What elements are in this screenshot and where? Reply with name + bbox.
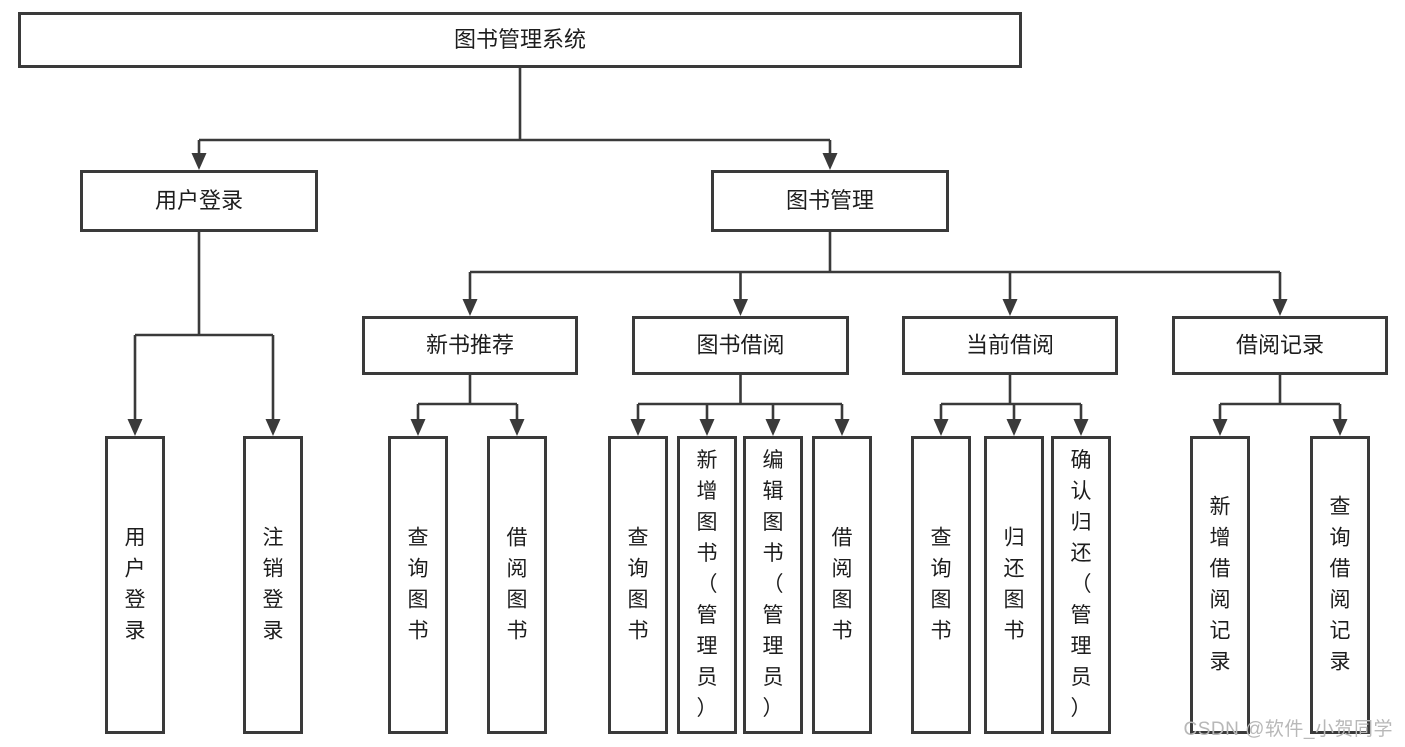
arrowhead-icon — [1212, 419, 1228, 436]
node-leaf-borrow-book-rec[interactable]: 借阅图书 — [487, 436, 547, 734]
arrowhead-icon — [509, 419, 525, 436]
node-label: 图书管理系统 — [454, 27, 586, 52]
arrowhead-icon — [1073, 419, 1089, 436]
node-box — [743, 436, 803, 734]
node-book-borrow[interactable]: 图书借阅 — [632, 316, 849, 375]
node-box — [243, 436, 303, 734]
connector-group-root — [191, 68, 838, 170]
node-leaf-query-book-rec[interactable]: 查询图书 — [388, 436, 448, 734]
node-label: 当前借阅 — [966, 332, 1054, 357]
node-leaf-logout[interactable]: 注销登录 — [243, 436, 303, 734]
node-label: 查询图书 — [408, 526, 429, 642]
node-leaf-borrow-book[interactable]: 借阅图书 — [812, 436, 872, 734]
arrowhead-icon — [127, 419, 143, 436]
connector-group-borrow-record — [1212, 375, 1348, 436]
node-box — [632, 316, 849, 375]
arrowhead-icon — [191, 153, 207, 170]
node-box — [711, 170, 949, 232]
node-leaf-query-book-borrow[interactable]: 查询图书 — [608, 436, 668, 734]
node-leaf-confirm-return[interactable]: 确认归还（管理员） — [1051, 436, 1111, 734]
node-label: 查询图书 — [931, 526, 952, 642]
node-box — [388, 436, 448, 734]
node-box — [487, 436, 547, 734]
connector-group-current-borrow — [933, 375, 1089, 436]
node-label: 用户登录 — [155, 188, 243, 213]
node-label: 编辑图书（管理员） — [763, 449, 784, 720]
node-box — [677, 436, 737, 734]
arrowhead-icon — [733, 299, 748, 316]
node-borrow-record[interactable]: 借阅记录 — [1172, 316, 1388, 375]
node-root[interactable]: 图书管理系统 — [18, 12, 1022, 68]
node-layer: 图书管理系统用户登录图书管理新书推荐图书借阅当前借阅借阅记录用户登录注销登录查询… — [18, 12, 1388, 734]
node-book-manage[interactable]: 图书管理 — [711, 170, 949, 232]
connector-group-new-book-recommend — [410, 375, 525, 436]
arrowhead-icon — [1006, 419, 1022, 436]
arrowhead-icon — [265, 419, 281, 436]
arrowhead-icon — [462, 299, 478, 316]
arrowhead-icon — [1332, 419, 1348, 436]
node-label: 新增借阅记录 — [1210, 495, 1231, 673]
node-label: 查询图书 — [628, 526, 649, 642]
node-leaf-add-record[interactable]: 新增借阅记录 — [1190, 436, 1250, 734]
node-leaf-user-login[interactable]: 用户登录 — [105, 436, 165, 734]
node-leaf-add-book[interactable]: 新增图书（管理员） — [677, 436, 737, 734]
node-label: 新书推荐 — [426, 332, 514, 357]
node-user-login[interactable]: 用户登录 — [80, 170, 318, 232]
node-box — [1172, 316, 1388, 375]
node-label: 注销登录 — [263, 526, 284, 642]
edge-layer — [127, 68, 1348, 436]
node-box — [1190, 436, 1250, 734]
connector-group-book-manage — [462, 232, 1288, 316]
node-label: 新增图书（管理员） — [697, 449, 718, 720]
node-label: 归还图书 — [1004, 526, 1025, 642]
node-leaf-query-record[interactable]: 查询借阅记录 — [1310, 436, 1370, 734]
node-label: 借阅记录 — [1236, 332, 1324, 357]
node-box — [80, 170, 318, 232]
node-label: 查询借阅记录 — [1330, 495, 1351, 673]
node-box — [105, 436, 165, 734]
arrowhead-icon — [933, 419, 949, 436]
arrowhead-icon — [699, 419, 715, 436]
connector-group-user-login — [127, 232, 281, 436]
node-box — [911, 436, 971, 734]
node-leaf-edit-book[interactable]: 编辑图书（管理员） — [743, 436, 803, 734]
node-box — [362, 316, 578, 375]
connector-group-book-borrow — [630, 375, 850, 436]
node-label: 图书借阅 — [696, 332, 784, 357]
node-leaf-query-book-cur[interactable]: 查询图书 — [911, 436, 971, 734]
node-label: 借阅图书 — [507, 526, 528, 642]
node-box — [18, 12, 1022, 68]
node-box — [608, 436, 668, 734]
arrowhead-icon — [1002, 299, 1018, 316]
arrowhead-icon — [765, 419, 781, 436]
node-label: 用户登录 — [125, 526, 146, 642]
node-box — [812, 436, 872, 734]
node-leaf-return-book[interactable]: 归还图书 — [984, 436, 1044, 734]
arrowhead-icon — [834, 419, 850, 436]
node-box — [902, 316, 1118, 375]
node-box — [984, 436, 1044, 734]
arrowhead-icon — [630, 419, 646, 436]
node-label: 确认归还（管理员） — [1071, 449, 1092, 720]
arrowhead-icon — [410, 419, 426, 436]
node-current-borrow[interactable]: 当前借阅 — [902, 316, 1118, 375]
node-new-book-recommend[interactable]: 新书推荐 — [362, 316, 578, 375]
node-box — [1310, 436, 1370, 734]
arrowhead-icon — [1272, 299, 1288, 316]
arrowhead-icon — [822, 153, 838, 170]
node-label: 借阅图书 — [832, 526, 853, 642]
node-box — [1051, 436, 1111, 734]
node-label: 图书管理 — [786, 188, 874, 213]
